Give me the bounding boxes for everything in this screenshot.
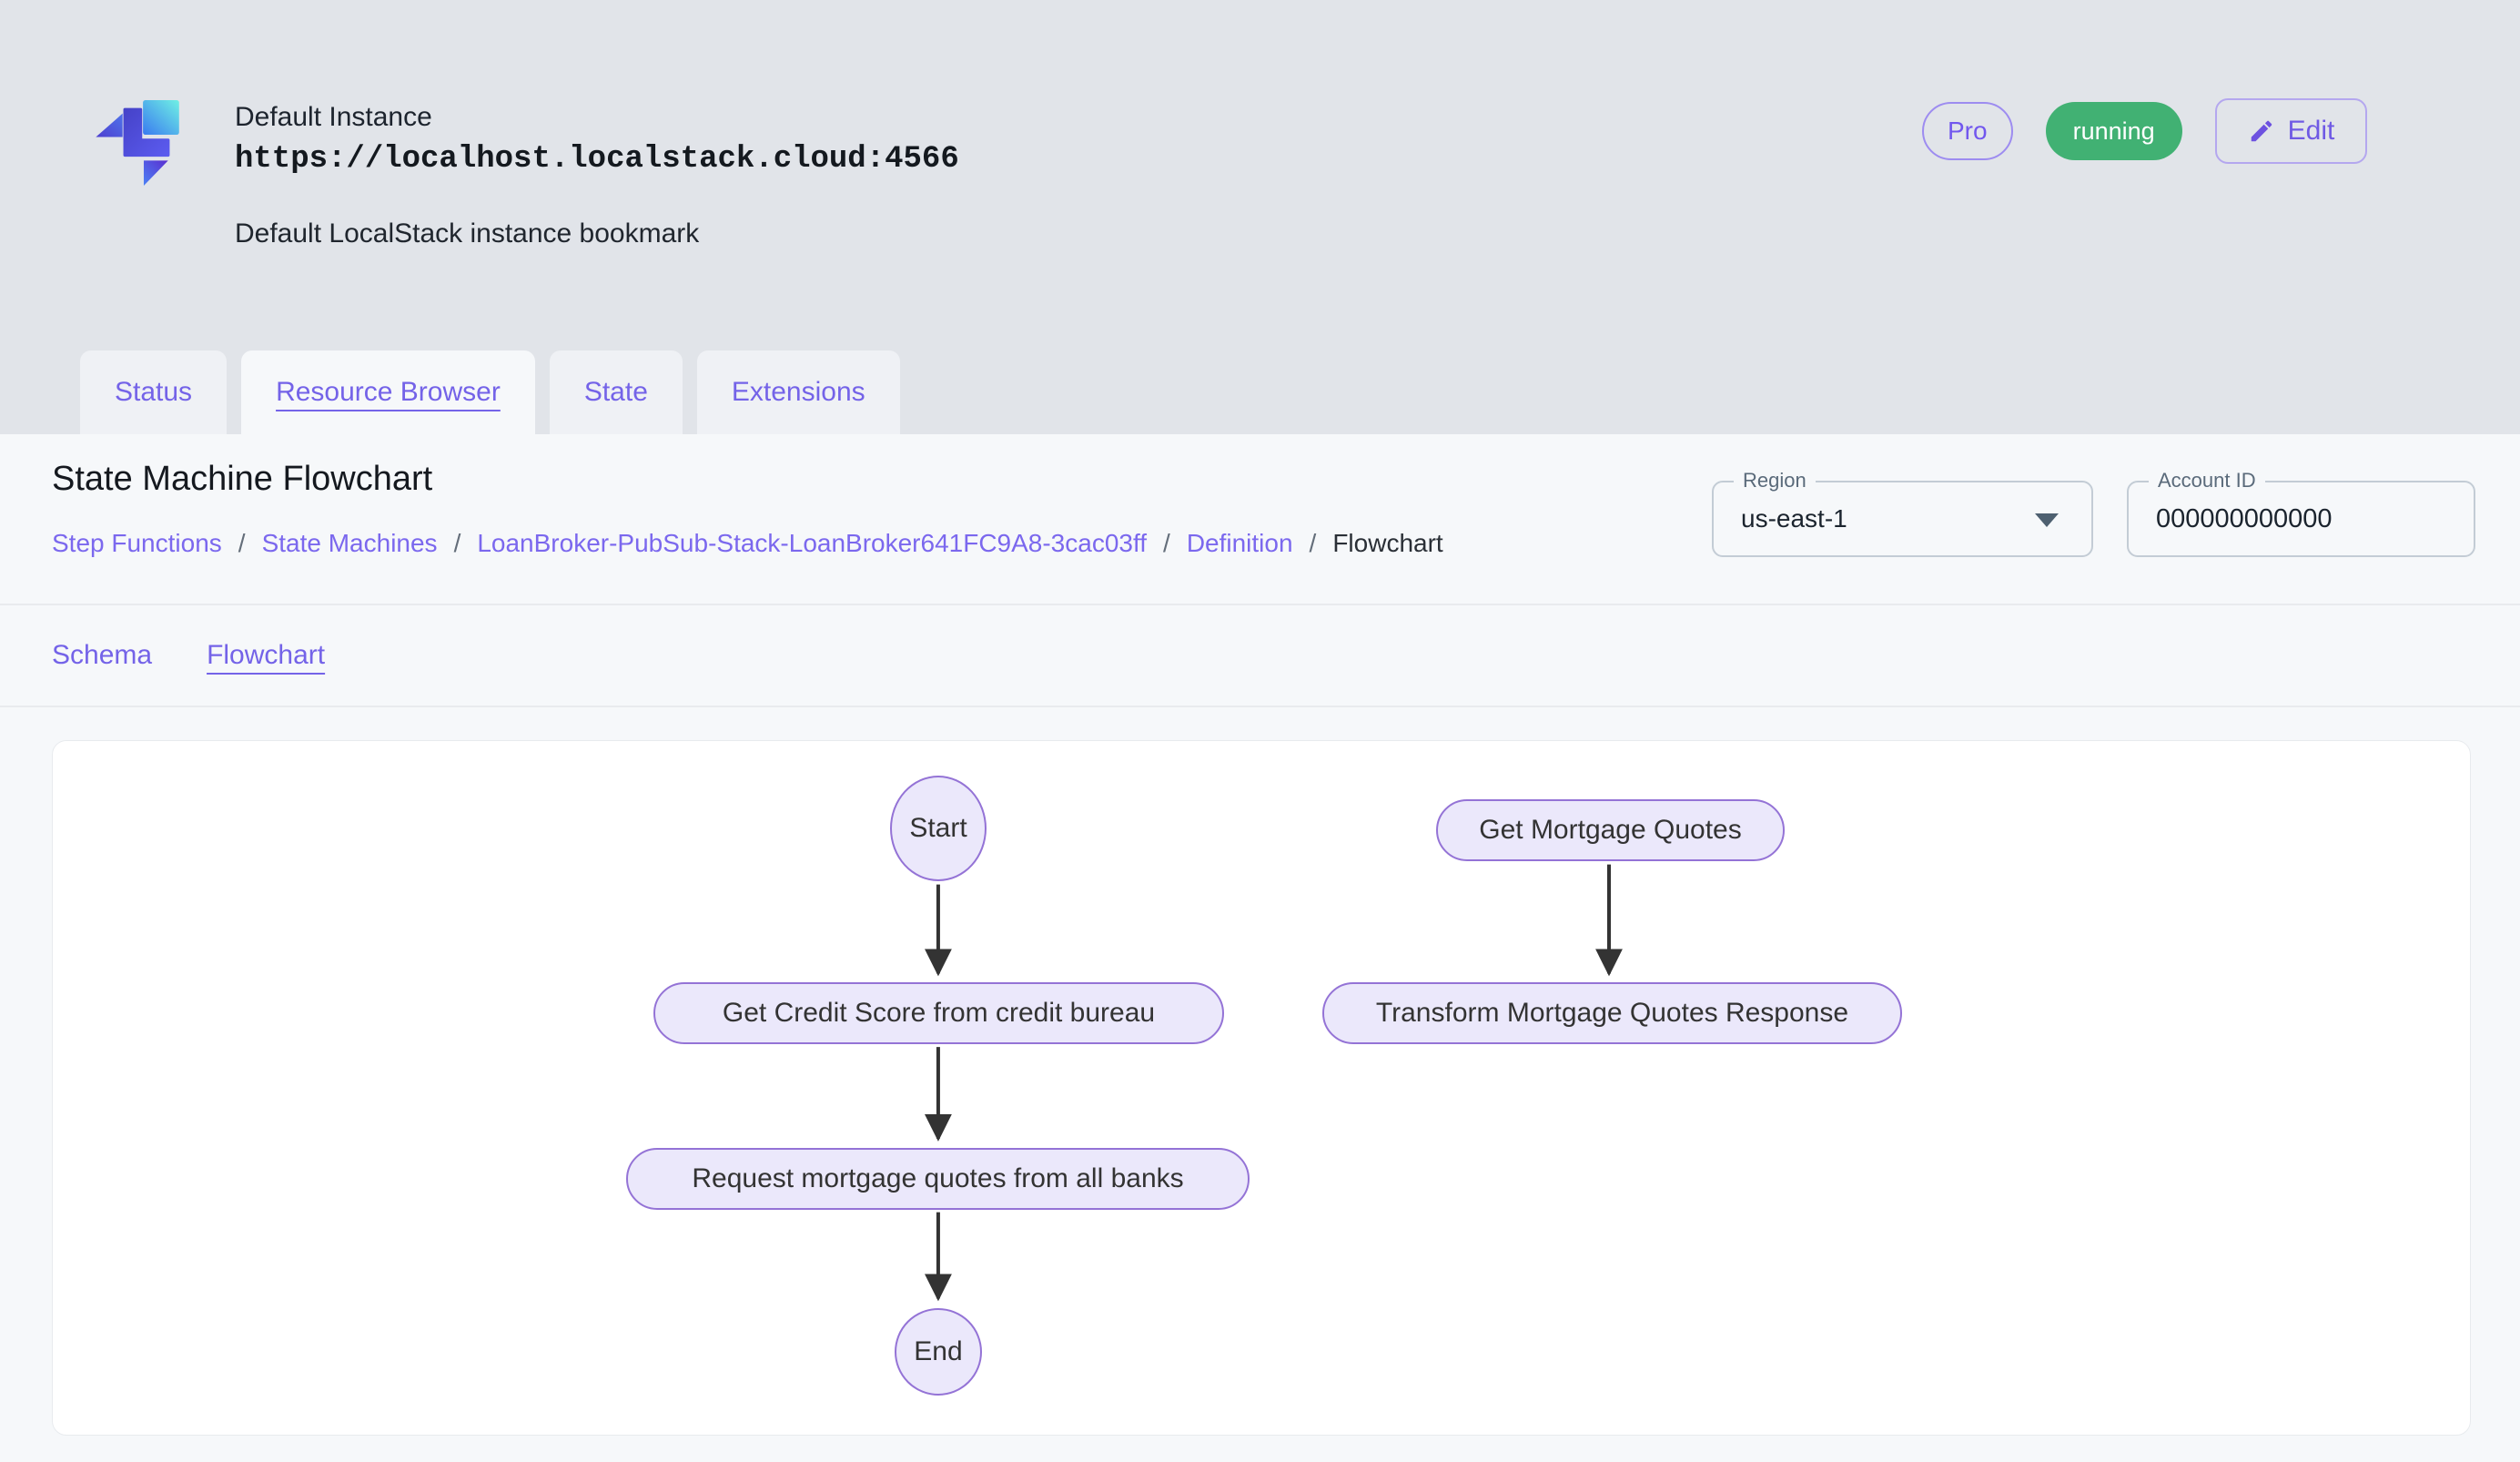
flow-node-transform-response: Transform Mortgage Quotes Response [1322, 982, 1902, 1044]
instance-name: Default Instance [235, 102, 959, 133]
panel-header: State Machine Flowchart Step Functions /… [0, 434, 2520, 605]
dropdown-caret-icon [2035, 513, 2059, 527]
definition-subtabs: Schema Flowchart [0, 605, 2520, 707]
breadcrumb-separator: / [1163, 529, 1170, 558]
flow-node-start: Start [890, 776, 987, 881]
breadcrumb-definition[interactable]: Definition [1187, 529, 1293, 558]
instance-url: https://localhost.localstack.cloud:4566 [235, 142, 959, 177]
subtab-flowchart[interactable]: Flowchart [207, 640, 325, 671]
region-select[interactable]: Region us-east-1 [1712, 481, 2093, 557]
flow-node-end: End [895, 1308, 982, 1396]
breadcrumb-flowchart: Flowchart [1332, 529, 1442, 558]
tab-extensions[interactable]: Extensions [697, 350, 900, 434]
region-select-label: Region [1734, 469, 1816, 492]
breadcrumb: Step Functions / State Machines / LoanBr… [52, 529, 1443, 558]
flowchart-edges [53, 741, 2470, 1435]
breadcrumb-step-functions[interactable]: Step Functions [52, 529, 222, 558]
instance-description: Default LocalStack instance bookmark [235, 218, 959, 249]
instance-info: Default Instance https://localhost.local… [235, 102, 959, 249]
breadcrumb-state-machines[interactable]: State Machines [262, 529, 438, 558]
pro-badge: Pro [1922, 102, 2013, 160]
tab-status[interactable]: Status [80, 350, 227, 434]
region-select-value: us-east-1 [1741, 504, 1847, 533]
resource-browser-panel: State Machine Flowchart Step Functions /… [0, 434, 2520, 1462]
flow-node-request-quotes: Request mortgage quotes from all banks [626, 1148, 1250, 1210]
main-tabs: Status Resource Browser State Extensions [80, 350, 900, 434]
breadcrumb-separator: / [238, 529, 246, 558]
breadcrumb-separator: / [1310, 529, 1317, 558]
localstack-logo-icon [86, 84, 212, 197]
account-id-field: Account ID [2127, 481, 2475, 557]
edit-pencil-icon [2248, 117, 2275, 145]
tab-resource-browser[interactable]: Resource Browser [241, 350, 535, 434]
breadcrumb-separator: / [454, 529, 461, 558]
subtab-schema[interactable]: Schema [52, 640, 152, 671]
flowchart-card: Start Get Credit Score from credit burea… [52, 740, 2471, 1436]
account-id-label: Account ID [2149, 469, 2265, 492]
flow-node-get-credit-score: Get Credit Score from credit bureau [653, 982, 1224, 1044]
edit-button-label: Edit [2288, 116, 2335, 147]
breadcrumb-state-machine-name[interactable]: LoanBroker-PubSub-Stack-LoanBroker641FC9… [477, 529, 1147, 558]
tab-state[interactable]: State [550, 350, 683, 434]
edit-button[interactable]: Edit [2215, 98, 2368, 164]
header-actions: Pro running Edit [1922, 98, 2367, 164]
page-title: State Machine Flowchart [52, 460, 432, 499]
flow-node-get-mortgage-quotes: Get Mortgage Quotes [1436, 799, 1785, 861]
status-badge: running [2046, 102, 2182, 160]
account-id-input[interactable] [2129, 482, 2474, 555]
